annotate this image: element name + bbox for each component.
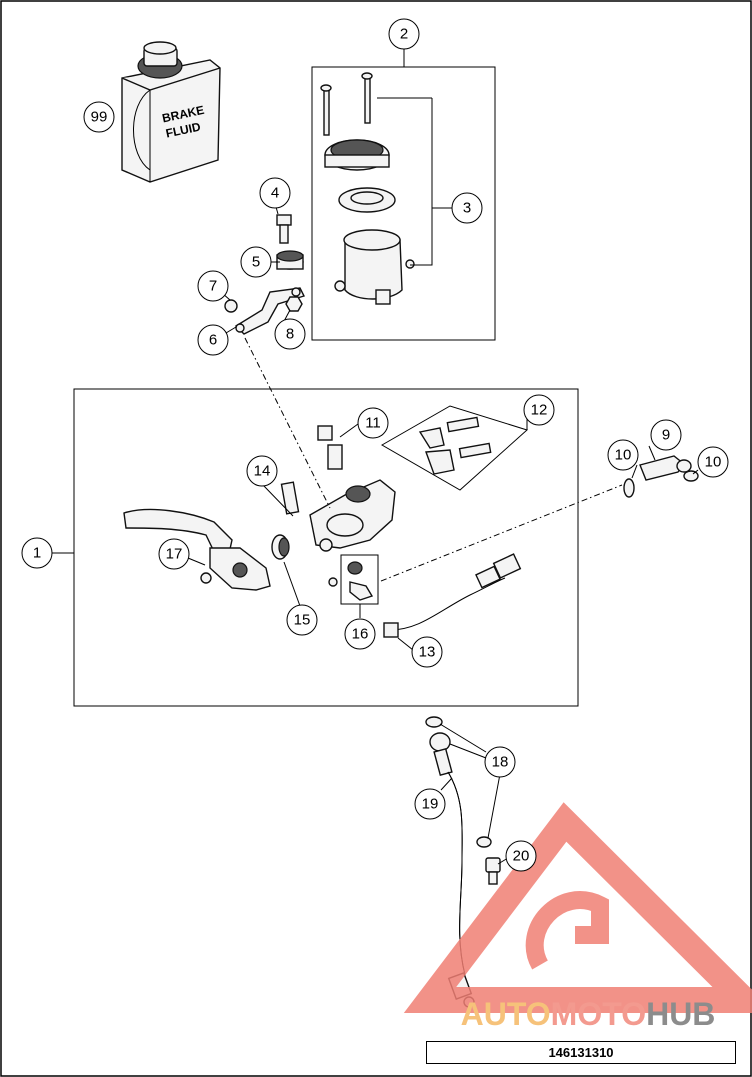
svg-text:20: 20 — [513, 848, 530, 865]
callout-7: 7 — [197, 270, 229, 302]
callout-20: 20 — [505, 840, 537, 872]
svg-text:7: 7 — [209, 278, 217, 295]
clamp-group-box — [380, 405, 528, 491]
callout-6: 6 — [197, 324, 229, 356]
brake-lever-17 — [123, 508, 271, 591]
callout-3: 3 — [451, 192, 483, 224]
bleed-screw-11 — [317, 425, 343, 470]
brake-light-switch-13 — [383, 553, 522, 638]
callout-13: 13 — [411, 636, 443, 668]
svg-text:14: 14 — [254, 463, 271, 480]
callout-10-right: 10 — [697, 446, 729, 478]
callout-8: 8 — [274, 318, 306, 350]
screw-4 — [276, 214, 292, 244]
leader-lines — [52, 49, 699, 865]
callout-19: 19 — [414, 788, 446, 820]
watermark-hub: HUB — [646, 996, 715, 1032]
callout-4: 4 — [259, 177, 291, 209]
svg-text:19: 19 — [422, 796, 439, 813]
svg-text:9: 9 — [662, 427, 670, 444]
svg-text:99: 99 — [91, 109, 108, 126]
svg-text:10: 10 — [705, 454, 722, 471]
svg-text:8: 8 — [286, 326, 294, 343]
reservoir-diaphragm — [338, 187, 396, 213]
spacer-5 — [276, 250, 304, 270]
connector-hose-9 — [639, 455, 692, 481]
watermark-logo — [403, 802, 752, 1013]
callout-99: 99 — [83, 101, 115, 133]
callout-9: 9 — [650, 419, 682, 451]
svg-text:3: 3 — [463, 200, 471, 217]
callout-14: 14 — [246, 455, 278, 487]
bleeder-16 — [328, 561, 374, 601]
bleed-nipple-20 — [485, 857, 501, 885]
callout-2: 2 — [388, 18, 420, 50]
callout-5: 5 — [240, 246, 272, 278]
svg-text:17: 17 — [166, 546, 183, 563]
screw-7 — [224, 299, 238, 313]
hose-clamp-10-right — [683, 470, 699, 482]
svg-text:6: 6 — [209, 332, 217, 349]
pin-14 — [280, 481, 300, 515]
reservoir-body — [334, 229, 415, 305]
svg-text:16: 16 — [352, 626, 369, 643]
svg-text:4: 4 — [271, 185, 279, 202]
callout-12: 12 — [523, 394, 555, 426]
sealing-ring-18 — [476, 836, 492, 848]
bushing-15 — [271, 534, 290, 560]
callout-1: 1 — [21, 537, 53, 569]
nut-8 — [285, 296, 303, 312]
svg-text:18: 18 — [492, 754, 509, 771]
dash-dot-lines — [244, 337, 623, 582]
callout-15: 15 — [286, 604, 318, 636]
watermark-moto: MOTO — [551, 996, 646, 1032]
reservoir-screws — [320, 72, 373, 136]
handlebar-clamp-12 — [418, 416, 492, 475]
callout-18: 18 — [484, 746, 516, 778]
watermark-text: AUTOMOTOHUB — [461, 996, 716, 1032]
callouts: 2 99 3 4 5 7 6 8 11 12 9 10 10 14 1 17 1… — [21, 18, 729, 872]
watermark-auto: AUTO — [461, 996, 551, 1032]
svg-text:13: 13 — [419, 644, 436, 661]
svg-text:12: 12 — [531, 402, 548, 419]
brake-fluid-bottle: BRAKE FLUID — [121, 41, 221, 183]
master-cylinder-body — [309, 479, 396, 552]
svg-text:1: 1 — [33, 545, 41, 562]
svg-text:2: 2 — [400, 26, 408, 43]
svg-text:15: 15 — [294, 612, 311, 629]
svg-text:5: 5 — [252, 254, 260, 271]
callout-11: 11 — [357, 407, 389, 439]
svg-text:10: 10 — [615, 447, 632, 464]
part-number-label: 146131310 — [426, 1041, 736, 1064]
callout-17: 17 — [158, 538, 190, 570]
callout-16: 16 — [344, 618, 376, 650]
svg-text:11: 11 — [365, 415, 381, 432]
mount-bracket-6 — [234, 287, 305, 335]
master-cylinder-group-box — [73, 388, 579, 707]
callout-10-left: 10 — [607, 439, 639, 471]
reservoir-cap — [324, 139, 390, 171]
hose-clamp-10-left — [623, 478, 635, 498]
